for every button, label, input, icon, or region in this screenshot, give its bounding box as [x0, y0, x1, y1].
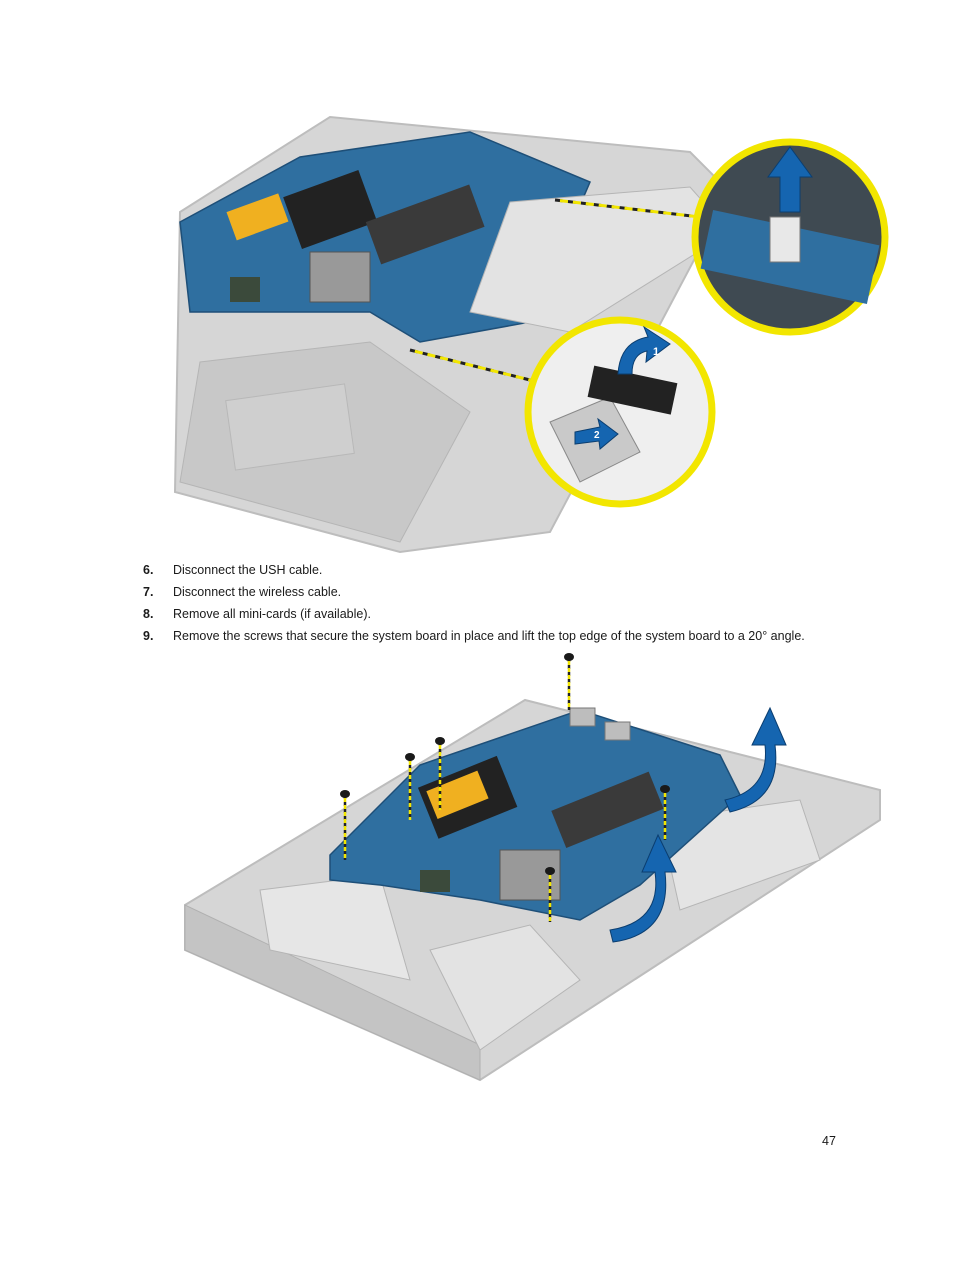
lift-arrow-icon	[609, 833, 677, 943]
figure-remove-system-board	[184, 653, 881, 1082]
svg-text:2: 2	[594, 430, 600, 441]
svg-text:1: 1	[653, 346, 659, 358]
callout-wireless-connector: 1 2	[524, 316, 716, 508]
screw-icon	[660, 785, 670, 840]
system-board	[329, 709, 741, 921]
steps-list: 6. Disconnect the USH cable. 7. Disconne…	[143, 561, 863, 649]
step-8: 8. Remove all mini-cards (if available).	[143, 605, 863, 627]
screw-icon	[405, 753, 415, 820]
screw-icon	[564, 653, 574, 710]
step-number: 9.	[143, 629, 154, 643]
step-9: 9. Remove the screws that secure the sys…	[143, 627, 863, 649]
lift-arrow-icon	[617, 325, 671, 375]
figure-disconnect-cables: 1 2	[173, 115, 889, 554]
step-7: 7. Disconnect the wireless cable.	[143, 583, 863, 605]
step-text: Remove the screws that secure the system…	[173, 629, 805, 643]
callout-arrow-icon	[767, 146, 813, 213]
page-number: 47	[822, 1134, 836, 1148]
screw-icon	[340, 790, 350, 860]
step-text: Disconnect the USH cable.	[173, 563, 323, 577]
callout-ush-connector	[691, 138, 889, 336]
screw-icon	[545, 867, 555, 922]
screw-icon	[435, 737, 445, 810]
step-number: 8.	[143, 607, 154, 621]
step-text: Remove all mini-cards (if available).	[173, 607, 371, 621]
step-6: 6. Disconnect the USH cable.	[143, 561, 863, 583]
lift-arrow-icon	[724, 706, 787, 813]
step-number: 6.	[143, 563, 154, 577]
step-number: 7.	[143, 585, 154, 599]
step-text: Disconnect the wireless cable.	[173, 585, 342, 599]
callout-arrow-icon	[574, 417, 619, 450]
